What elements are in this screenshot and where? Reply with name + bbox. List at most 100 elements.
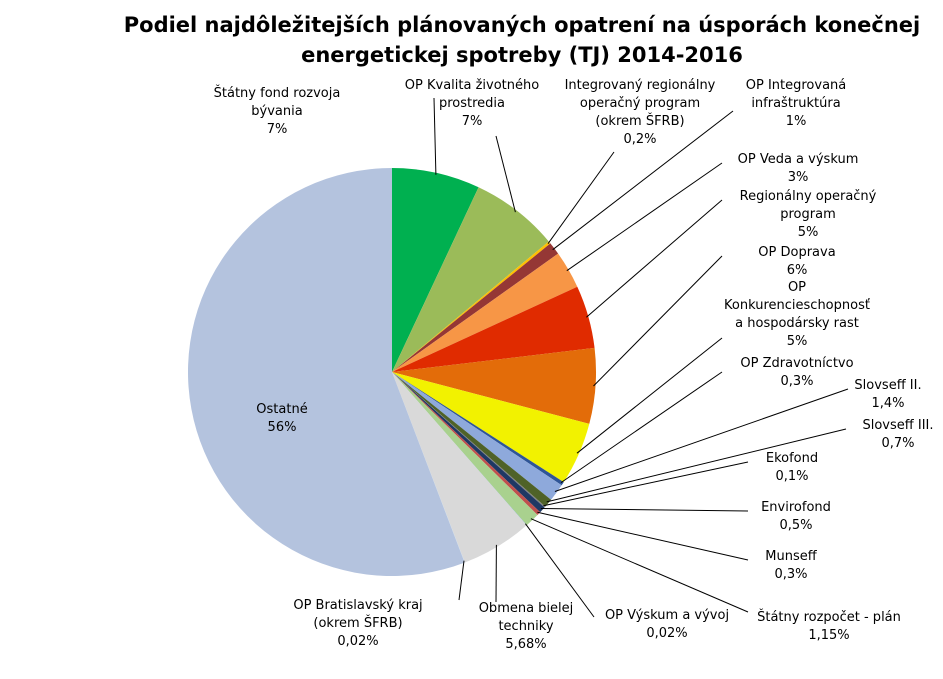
slice-label: Ostatné 56% xyxy=(256,402,307,435)
leader-line xyxy=(495,135,516,213)
leader-line xyxy=(546,428,847,503)
slice-name-label: OP Integrovaná xyxy=(746,78,847,93)
pie-slice xyxy=(392,372,465,563)
slice-name-label: OP Veda a výskum xyxy=(738,152,859,167)
slice-name-label: Obmena bielej xyxy=(479,601,574,616)
slice-name-label: Slovseff III. xyxy=(862,418,933,433)
slice-name-label: Štátny rozpočet - plán xyxy=(757,609,901,625)
pie-slice xyxy=(392,372,538,526)
pie-slice xyxy=(392,372,527,526)
slice-value-label: 5% xyxy=(787,334,808,349)
slice-name-label: techniky xyxy=(498,619,553,634)
leader-line xyxy=(540,508,749,512)
chart-title: Podiel najdôležitejších plánovaných opat… xyxy=(124,13,920,67)
pie-slice xyxy=(392,241,551,372)
leader-line xyxy=(566,162,723,272)
slice-name-label: Konkurencieschopnosť xyxy=(724,298,870,313)
slice-value-label: 0,02% xyxy=(337,634,378,649)
slice-label: OP Veda a výskum 3% xyxy=(738,152,859,185)
slice-name-label: infraštruktúra xyxy=(751,96,840,111)
slice-name-label: OP xyxy=(788,280,806,295)
leader-lines xyxy=(433,97,849,618)
chart-title-line: energetickej spotreby (TJ) 2014-2016 xyxy=(301,43,743,67)
leader-line xyxy=(433,97,437,175)
slice-label: Slovseff II.1,4% xyxy=(854,378,921,411)
slice-value-label: 1,15% xyxy=(808,628,849,643)
leader-line xyxy=(537,511,749,561)
slice-value-label: 6% xyxy=(787,263,808,278)
pie-slice xyxy=(392,187,549,372)
chart-title-line: Podiel najdôležitejších plánovaných opat… xyxy=(124,13,920,37)
leader-line xyxy=(547,151,615,244)
slice-label: OP Zdravotníctvo 0,3% xyxy=(740,356,853,389)
slice-value-label: 0,02% xyxy=(646,626,687,641)
pie-slice xyxy=(392,372,562,500)
pie-slice xyxy=(392,372,546,508)
leader-line xyxy=(593,255,723,387)
slice-label: Štátny fond rozvoja bývania 7% xyxy=(214,85,341,137)
leader-line xyxy=(524,523,595,618)
slice-value-label: 0,1% xyxy=(775,469,808,484)
slice-label: Slovseff III. 0,7% xyxy=(862,418,933,451)
slice-value-label: 3% xyxy=(788,170,809,185)
leader-line xyxy=(543,461,749,507)
slice-name-label: Ostatné xyxy=(256,402,307,417)
leader-line xyxy=(458,560,465,601)
slice-value-label: 0,3% xyxy=(774,567,807,582)
pie-slice xyxy=(392,372,541,515)
slice-name-label: operačný program xyxy=(580,96,700,111)
slice-value-label: 0,7% xyxy=(881,436,914,451)
slice-label: Envirofond 0,5% xyxy=(761,500,831,533)
leader-line xyxy=(554,388,849,492)
slice-label: OP Kvalita životného prostredia 7% xyxy=(405,78,539,129)
leader-line xyxy=(530,518,749,613)
slice-label: Štátny rozpočet - plán 1,15% xyxy=(757,609,901,643)
slice-value-label: 56% xyxy=(268,420,297,435)
pie-slices xyxy=(187,167,596,576)
slice-value-label: 0,2% xyxy=(623,132,656,147)
slice-name-label: Štátny fond rozvoja xyxy=(214,85,341,101)
pie-slice xyxy=(392,168,479,372)
slice-value-label: 7% xyxy=(267,122,288,137)
leader-line xyxy=(560,371,723,484)
pie-slice xyxy=(392,347,596,424)
slice-label: OP Doprava 6% xyxy=(758,245,835,278)
slice-name-label: program xyxy=(780,207,836,222)
slice-name-label: Envirofond xyxy=(761,500,831,515)
pie-slice xyxy=(392,253,578,372)
slice-name-label: (okrem ŠFRB) xyxy=(313,615,402,631)
pie-slice xyxy=(392,243,559,372)
slice-name-label: Integrovaný regionálny xyxy=(565,78,716,93)
slice-value-label: 0,5% xyxy=(779,518,812,533)
slice-label: OP Konkurencieschopnosť a hospodársky rast… xyxy=(724,280,870,349)
slice-name-label: OP Zdravotníctvo xyxy=(740,356,853,371)
slice-label: OP Výskum a vývoj 0,02% xyxy=(605,608,729,641)
slice-value-label: 7% xyxy=(462,114,483,129)
slice-name-label: a hospodársky rast xyxy=(735,316,859,331)
leader-line xyxy=(552,110,734,251)
slice-name-label: Regionálny operačný xyxy=(740,189,877,204)
pie-slice xyxy=(392,372,527,563)
pie-slice xyxy=(392,372,564,486)
slice-value-label: 1% xyxy=(786,114,807,129)
slice-name-label: bývania xyxy=(251,104,302,119)
slice-name-label: Slovseff II. xyxy=(854,378,921,393)
slice-name-label: OP Výskum a vývoj xyxy=(605,608,729,623)
slice-name-label: Munseff xyxy=(765,549,817,564)
slice-name-label: OP Bratislavský kraj xyxy=(293,598,422,613)
slice-name-label: prostredia xyxy=(439,96,505,111)
slice-value-label: 0,3% xyxy=(780,374,813,389)
slice-label: Munseff 0,3% xyxy=(765,549,817,582)
leader-line xyxy=(586,199,723,318)
slice-name-label: OP Doprava xyxy=(758,245,835,260)
slice-name-label: OP Kvalita životného xyxy=(405,78,539,93)
slice-label: OP Integrovaná infraštruktúra 1% xyxy=(746,78,847,129)
pie-slice xyxy=(392,372,590,483)
